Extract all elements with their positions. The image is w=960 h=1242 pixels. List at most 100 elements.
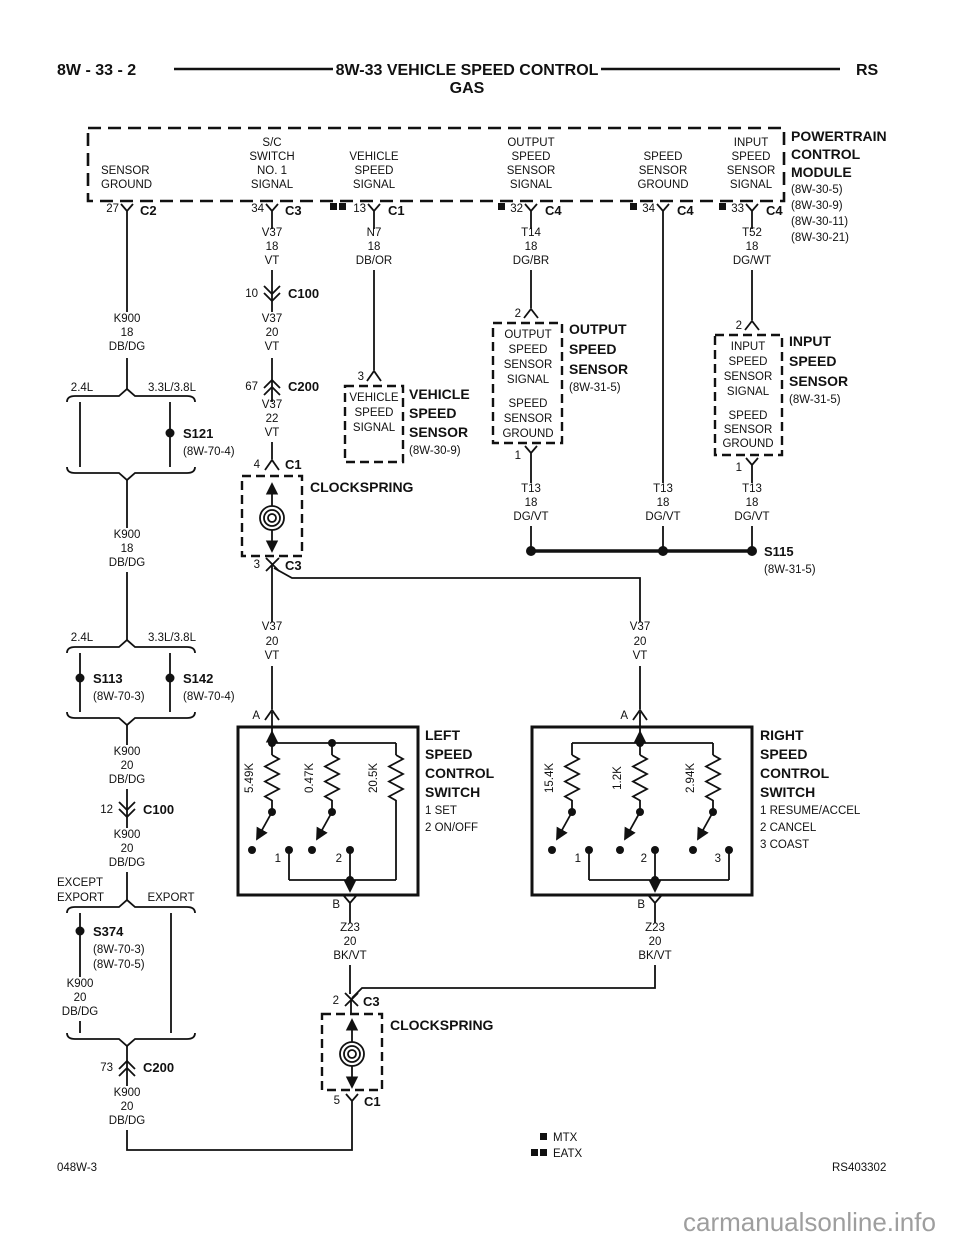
svg-text:K900: K900 xyxy=(114,746,141,758)
svg-text:SPEED: SPEED xyxy=(729,410,768,422)
svg-text:(8W-30-9): (8W-30-9) xyxy=(791,200,843,212)
svg-text:18: 18 xyxy=(746,241,759,253)
pin-number: 1 xyxy=(736,462,742,474)
resistor xyxy=(704,754,722,802)
pcm-pin-row: 27 C2 34 C3 13 C1 32 C4 34 C4 33 C4 xyxy=(106,203,783,219)
left-switch-box xyxy=(236,725,420,897)
splice-s121-ref: (8W-70-4) xyxy=(183,446,235,458)
vss-internal-label: VEHICLE SPEED SIGNAL xyxy=(349,392,399,434)
sc-switch-signal-circuit: V37 18 VT 10 C100 V37 20 VT 67 C200 V37 … xyxy=(240,219,650,709)
svg-text:2 ON/OFF: 2 ON/OFF xyxy=(425,822,478,834)
ground-return-wire xyxy=(126,1110,353,1151)
pin-letter: B xyxy=(637,899,645,911)
resistor xyxy=(563,754,581,802)
connector-name: C4 xyxy=(545,203,562,218)
svg-text:CONTROL: CONTROL xyxy=(791,146,861,162)
svg-text:V37: V37 xyxy=(262,313,282,325)
svg-text:SENSOR: SENSOR xyxy=(504,413,553,425)
svg-text:SPEED: SPEED xyxy=(355,407,394,419)
connector-symbol xyxy=(120,203,134,219)
watermark: carmanualsonline.info xyxy=(683,1207,936,1237)
svg-text:VT: VT xyxy=(265,427,280,439)
resistor-value: 15.4K xyxy=(544,763,556,793)
output-speed-sensor-circuit: T14 18 DG/BR 2 OUTPUT SPEED SENSOR SIGNA… xyxy=(491,219,628,551)
pin-number: 73 xyxy=(100,1062,113,1074)
svg-text:GROUND: GROUND xyxy=(502,428,553,440)
wire-label-z23: Z23 20 BK/VT xyxy=(638,922,671,962)
svg-text:K900: K900 xyxy=(114,829,141,841)
svg-text:GROUND: GROUND xyxy=(722,438,773,450)
wire-label-k900-20: K900 20 DB/DG xyxy=(109,1087,145,1127)
document-number: RS403302 xyxy=(832,1162,886,1174)
clockspring-label: CLOCKSPRING xyxy=(390,1017,494,1033)
pin-number: 32 xyxy=(510,203,523,215)
branch-label-24l: 2.4L xyxy=(71,632,94,644)
branch-label-export: EXPORT xyxy=(147,892,194,904)
right-speed-control-switch: A 15.4K 1.2K 2.94K 1 2 3 B RIGHT SPEED C… xyxy=(530,708,861,911)
contact-dot xyxy=(248,846,256,854)
svg-text:SIGNAL: SIGNAL xyxy=(510,179,553,191)
resistor-value: 2.94K xyxy=(685,763,697,793)
clockspring-label: CLOCKSPRING xyxy=(310,479,414,495)
vehicle-speed-sensor-circuit: N7 18 DB/OR 3 VEHICLE SPEED SIGNAL VEHIC… xyxy=(343,219,470,464)
resistor-value: 5.49K xyxy=(244,763,256,793)
svg-text:SIGNAL: SIGNAL xyxy=(353,179,396,191)
svg-text:T13: T13 xyxy=(521,483,541,495)
contact-dot xyxy=(548,846,556,854)
svg-text:OUTPUT: OUTPUT xyxy=(507,137,554,149)
pcm-input-speed-label: INPUT SPEED SENSOR SIGNAL xyxy=(727,137,776,191)
svg-text:18: 18 xyxy=(525,241,538,253)
svg-text:18: 18 xyxy=(657,497,670,509)
svg-text:SPEED: SPEED xyxy=(569,341,616,357)
contact-dot xyxy=(689,846,697,854)
svg-text:SPEED: SPEED xyxy=(732,151,771,163)
connector-name: C200 xyxy=(288,379,319,394)
connector-symbol xyxy=(648,895,662,911)
eatx-marker xyxy=(330,203,337,210)
connector-symbol xyxy=(524,445,538,461)
svg-text:Z23: Z23 xyxy=(340,922,360,934)
svg-text:18: 18 xyxy=(266,241,279,253)
pin-number: 10 xyxy=(245,288,258,300)
resistor xyxy=(387,754,405,802)
page-title: 8W-33 VEHICLE SPEED CONTROL xyxy=(336,62,599,79)
wire-label-v37-20: V37 20 VT xyxy=(630,621,650,662)
connector-name: C1 xyxy=(364,1094,381,1109)
svg-text:SENSOR: SENSOR xyxy=(724,424,773,436)
right-switch-name: RIGHT SPEED CONTROL SWITCH 1 RESUME/ACCE… xyxy=(760,727,861,851)
svg-text:OUTPUT: OUTPUT xyxy=(504,329,551,341)
pin-number: 34 xyxy=(251,203,264,215)
svg-text:K900: K900 xyxy=(114,529,141,541)
pcm-vehicle-speed-label: VEHICLE SPEED SIGNAL xyxy=(349,151,399,191)
svg-text:SIGNAL: SIGNAL xyxy=(353,422,396,434)
vehicle-speed-sensor-box xyxy=(343,384,405,464)
splice-dot xyxy=(526,546,536,556)
pin-number: 3 xyxy=(358,371,364,383)
page-code: 8W - 33 - 2 xyxy=(57,62,136,79)
wire-label-t13: T13 18 DG/VT xyxy=(513,483,548,523)
wire-label-k900-18: K900 18 DB/DG xyxy=(109,313,145,353)
splice-dot-s113 xyxy=(75,673,85,683)
connector-symbol xyxy=(265,203,279,219)
wire-label-t13: T13 18 DG/VT xyxy=(645,483,680,523)
wire-label-z23: Z23 20 BK/VT xyxy=(333,922,366,962)
svg-text:DG/BR: DG/BR xyxy=(513,255,549,267)
svg-text:SIGNAL: SIGNAL xyxy=(730,179,773,191)
resistor xyxy=(631,754,649,802)
connector-name: C200 xyxy=(143,1060,174,1075)
branch-label-except: EXPORT xyxy=(57,892,104,904)
connector-name: C4 xyxy=(766,203,783,218)
connector-symbol xyxy=(367,203,381,219)
svg-text:OUTPUT: OUTPUT xyxy=(569,321,627,337)
svg-text:K900: K900 xyxy=(67,978,94,990)
svg-text:MODULE: MODULE xyxy=(791,164,852,180)
svg-text:V37: V37 xyxy=(262,399,282,411)
wire-label-v37-20: V37 20 VT xyxy=(262,313,282,353)
contact-number: 1 xyxy=(275,853,281,865)
left-speed-control-switch: A 5.49K 0.47K 20.5K 1 2 B LEFT SPEED CON… xyxy=(236,708,495,911)
svg-text:VEHICLE: VEHICLE xyxy=(349,392,399,404)
svg-text:BK/VT: BK/VT xyxy=(638,950,671,962)
splice-s121: S121 xyxy=(183,426,213,441)
svg-text:N7: N7 xyxy=(367,227,382,239)
